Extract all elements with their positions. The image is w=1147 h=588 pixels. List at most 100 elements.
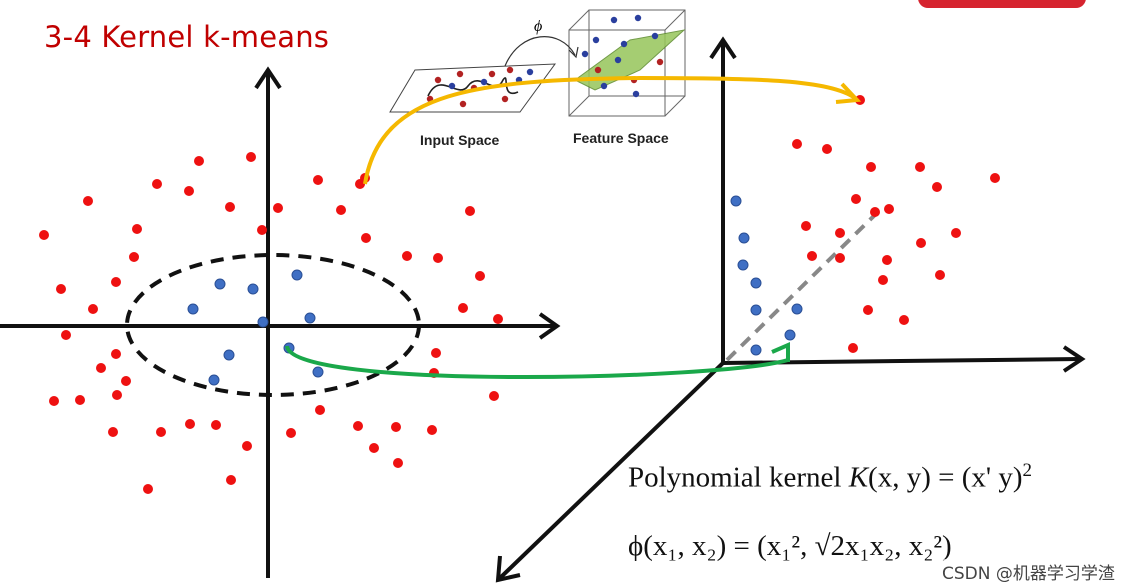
inset-red-point xyxy=(506,66,514,74)
red-point xyxy=(465,206,475,216)
blue-point xyxy=(750,304,762,316)
right-blue-points xyxy=(730,195,803,356)
blue-point xyxy=(730,195,742,207)
inset-blue-point xyxy=(620,40,628,48)
red-point xyxy=(878,275,888,285)
inset-blue-point xyxy=(581,50,589,58)
right-y-arrowhead xyxy=(495,555,521,583)
inset-red-point xyxy=(488,70,496,78)
left-blue-points xyxy=(187,269,324,386)
red-point xyxy=(129,252,139,262)
red-point xyxy=(96,363,106,373)
red-point xyxy=(121,376,131,386)
green-mapping-arrow xyxy=(285,345,789,379)
input-space-label: Input Space xyxy=(420,132,500,148)
right-y-axis xyxy=(498,361,725,580)
inset-red-point xyxy=(434,76,442,84)
red-point xyxy=(111,349,121,359)
inset-red-point xyxy=(456,70,464,78)
slide-corner-tab xyxy=(918,0,1086,8)
formula-args: (x, y) = (x' y) xyxy=(868,461,1023,494)
blue-point xyxy=(750,344,762,356)
blue-point xyxy=(257,316,269,328)
blue-point xyxy=(791,303,803,315)
red-point xyxy=(951,228,961,238)
red-point xyxy=(835,253,845,263)
red-point xyxy=(935,270,945,280)
inset-blue-point xyxy=(634,14,642,22)
blue-point xyxy=(247,283,259,295)
inset-red-point xyxy=(594,66,602,74)
red-point xyxy=(56,284,66,294)
red-point xyxy=(242,441,252,451)
red-point xyxy=(427,425,437,435)
blue-point xyxy=(214,278,226,290)
inset-blue-point xyxy=(480,78,488,86)
red-point xyxy=(851,194,861,204)
blue-point xyxy=(738,232,750,244)
inset-blue-point xyxy=(610,16,618,24)
inset-blue-point xyxy=(592,36,600,44)
blue-point xyxy=(187,303,199,315)
red-point xyxy=(246,152,256,162)
red-point xyxy=(286,428,296,438)
watermark: CSDN @机器学习学渣 xyxy=(942,559,1115,584)
yellow-arrowhead xyxy=(835,82,862,104)
red-point xyxy=(315,405,325,415)
phi-map-arrow xyxy=(504,36,576,67)
red-point xyxy=(156,427,166,437)
red-point xyxy=(355,179,365,189)
red-point xyxy=(353,421,363,431)
inset-blue-point xyxy=(632,90,640,98)
red-point xyxy=(211,420,221,430)
red-point xyxy=(226,475,236,485)
red-point xyxy=(391,422,401,432)
red-point xyxy=(866,162,876,172)
formula-K: K xyxy=(848,461,869,494)
blue-point xyxy=(784,329,796,341)
phi-mapping-formula: ϕ(x₁, x₂) = (x₁², √2x₁x₂, x₂²) xyxy=(628,530,952,562)
red-point xyxy=(108,427,118,437)
red-point xyxy=(493,314,503,324)
blue-point xyxy=(750,277,762,289)
red-point xyxy=(111,277,121,287)
red-point xyxy=(835,228,845,238)
green-arrowhead xyxy=(771,341,790,362)
slide-title: 3-4 Kernel k-means xyxy=(44,20,330,54)
polynomial-kernel-formula: Polynomial kernel K(x, y) = (x' y)2 xyxy=(628,460,1032,495)
inset-blue-point xyxy=(600,82,608,90)
red-point xyxy=(863,305,873,315)
red-point xyxy=(458,303,468,313)
blue-point xyxy=(223,349,235,361)
red-point xyxy=(39,230,49,240)
red-point xyxy=(194,156,204,166)
red-point xyxy=(882,255,892,265)
left-red-points xyxy=(39,152,503,494)
phi-map-label: ϕ xyxy=(534,18,543,35)
red-point xyxy=(75,395,85,405)
red-point xyxy=(822,144,832,154)
red-point xyxy=(273,203,283,213)
red-point xyxy=(225,202,235,212)
left-axes xyxy=(0,66,561,578)
inset-blue-point xyxy=(651,32,659,40)
separator-dashed-line xyxy=(725,208,882,362)
red-point xyxy=(49,396,59,406)
red-point xyxy=(257,225,267,235)
red-point xyxy=(433,253,443,263)
red-point xyxy=(132,224,142,234)
red-point xyxy=(336,205,346,215)
inset-blue-point xyxy=(614,56,622,64)
yellow-mapping-arrow xyxy=(363,75,857,185)
red-point xyxy=(489,391,499,401)
red-point xyxy=(361,233,371,243)
red-point xyxy=(184,186,194,196)
red-point xyxy=(792,139,802,149)
red-point xyxy=(393,458,403,468)
blue-point xyxy=(737,259,749,271)
red-point xyxy=(88,304,98,314)
right-3d-axes xyxy=(495,36,1086,583)
red-point xyxy=(915,162,925,172)
formula-prefix: Polynomial kernel xyxy=(628,461,849,494)
